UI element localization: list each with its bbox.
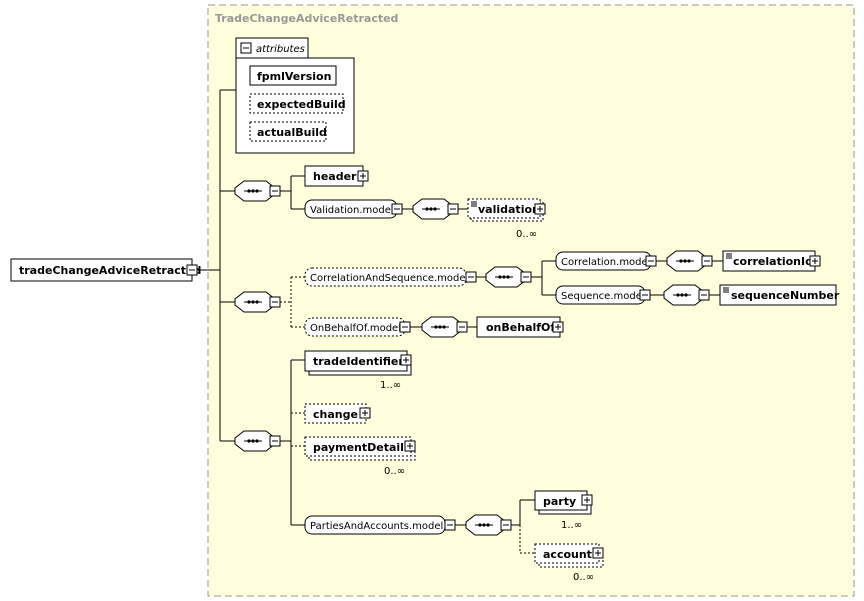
svg-text:onBehalfOf: onBehalfOf (486, 321, 555, 334)
element-correlationid[interactable]: correlationId (722, 250, 821, 272)
expand-icon (359, 407, 371, 419)
attribute-fpmlversion[interactable]: fpmlVersion (249, 65, 337, 86)
collapse-icon (465, 271, 477, 283)
account-cardinality: 0..∞ (573, 572, 594, 583)
collapse-icon (645, 255, 657, 267)
collapse-icon[interactable] (240, 42, 252, 54)
svg-text:PartiesAndAccounts.model: PartiesAndAccounts.model (310, 521, 443, 532)
element-onbehalfof[interactable]: onBehalfOf (476, 316, 564, 338)
sequence-compositor[interactable] (465, 514, 512, 536)
attribute-actualbuild[interactable]: actualBuild (249, 121, 327, 142)
collapse-icon (639, 289, 651, 301)
element-paymentdetails[interactable]: paymentDetails (304, 436, 416, 461)
svg-text:validation: validation (478, 203, 540, 216)
group-onbehalfof-model[interactable]: OnBehalfOf.model (304, 317, 411, 337)
connectors (197, 89, 723, 554)
validation-cardinality: 0..∞ (516, 229, 537, 240)
svg-text:Correlation.model: Correlation.model (561, 257, 650, 268)
sequence-compositor[interactable] (485, 266, 532, 288)
svg-text:expectedBuild: expectedBuild (257, 98, 346, 111)
expand-icon (534, 203, 546, 215)
svg-text:fpmlVersion: fpmlVersion (257, 70, 331, 83)
element-validation[interactable]: validation (467, 198, 546, 222)
collapse-icon (391, 203, 403, 215)
svg-text:party: party (543, 495, 576, 508)
expand-icon (404, 440, 416, 452)
party-cardinality: 1..∞ (561, 520, 582, 531)
attributes-panel: attributes fpmlVersion expectedBuild act… (235, 37, 355, 154)
group-correlation-model[interactable]: Correlation.model (555, 251, 657, 271)
expand-icon (581, 494, 593, 506)
expand-icon (592, 547, 604, 559)
collapse-icon (444, 519, 456, 531)
attribute-expectedbuild[interactable]: expectedBuild (249, 93, 346, 114)
expand-icon (809, 255, 821, 267)
root-element-label: tradeChangeAdviceRetracted (19, 264, 201, 277)
element-tradeidentifier[interactable]: tradeIdentifier (304, 350, 412, 376)
svg-text:account: account (543, 548, 592, 561)
attributes-label: attributes (256, 44, 305, 55)
svg-text:tradeIdentifier: tradeIdentifier (313, 355, 404, 368)
element-change[interactable]: change (304, 403, 371, 424)
svg-text:CorrelationAndSequence.model: CorrelationAndSequence.model (310, 273, 468, 284)
svg-text:correlationId: correlationId (733, 255, 813, 268)
element-sequencenumber[interactable]: sequenceNumber (719, 284, 840, 306)
element-header[interactable]: header (304, 165, 369, 187)
paymentdetails-cardinality: 0..∞ (384, 466, 405, 477)
group-partiesandaccounts-model[interactable]: PartiesAndAccounts.model (304, 515, 456, 535)
sequence-compositor[interactable] (666, 250, 713, 272)
collapse-icon[interactable] (186, 264, 198, 276)
svg-text:paymentDetails: paymentDetails (313, 441, 411, 454)
expand-icon (357, 170, 369, 182)
group-correlation-and-sequence-model[interactable]: CorrelationAndSequence.model (304, 267, 477, 287)
svg-text:Sequence.model: Sequence.model (561, 291, 645, 302)
svg-text:actualBuild: actualBuild (257, 126, 327, 139)
element-party[interactable]: party (534, 490, 593, 515)
sequence-compositor[interactable] (412, 198, 459, 220)
tradeidentifier-cardinality: 1..∞ (380, 380, 401, 391)
sequence-compositor[interactable] (234, 180, 281, 202)
expand-icon (552, 321, 564, 333)
svg-text:change: change (313, 408, 358, 421)
sequence-compositor[interactable] (234, 430, 281, 452)
group-sequence-model[interactable]: Sequence.model (555, 285, 651, 305)
element-account[interactable]: account (534, 543, 604, 568)
expand-icon (400, 354, 412, 366)
svg-text:Validation.model: Validation.model (310, 205, 394, 216)
sequence-compositor[interactable] (421, 316, 468, 338)
root-element[interactable]: tradeChangeAdviceRetracted (10, 258, 201, 282)
sequence-compositor[interactable] (234, 291, 281, 313)
frame-title: TradeChangeAdviceRetracted (215, 12, 398, 25)
sequence-compositor[interactable] (663, 284, 710, 306)
svg-text:OnBehalfOf.model: OnBehalfOf.model (310, 323, 401, 334)
collapse-icon (399, 321, 411, 333)
group-validation-model[interactable]: Validation.model (304, 199, 403, 219)
svg-text:sequenceNumber: sequenceNumber (731, 289, 840, 302)
svg-text:header: header (313, 170, 357, 183)
